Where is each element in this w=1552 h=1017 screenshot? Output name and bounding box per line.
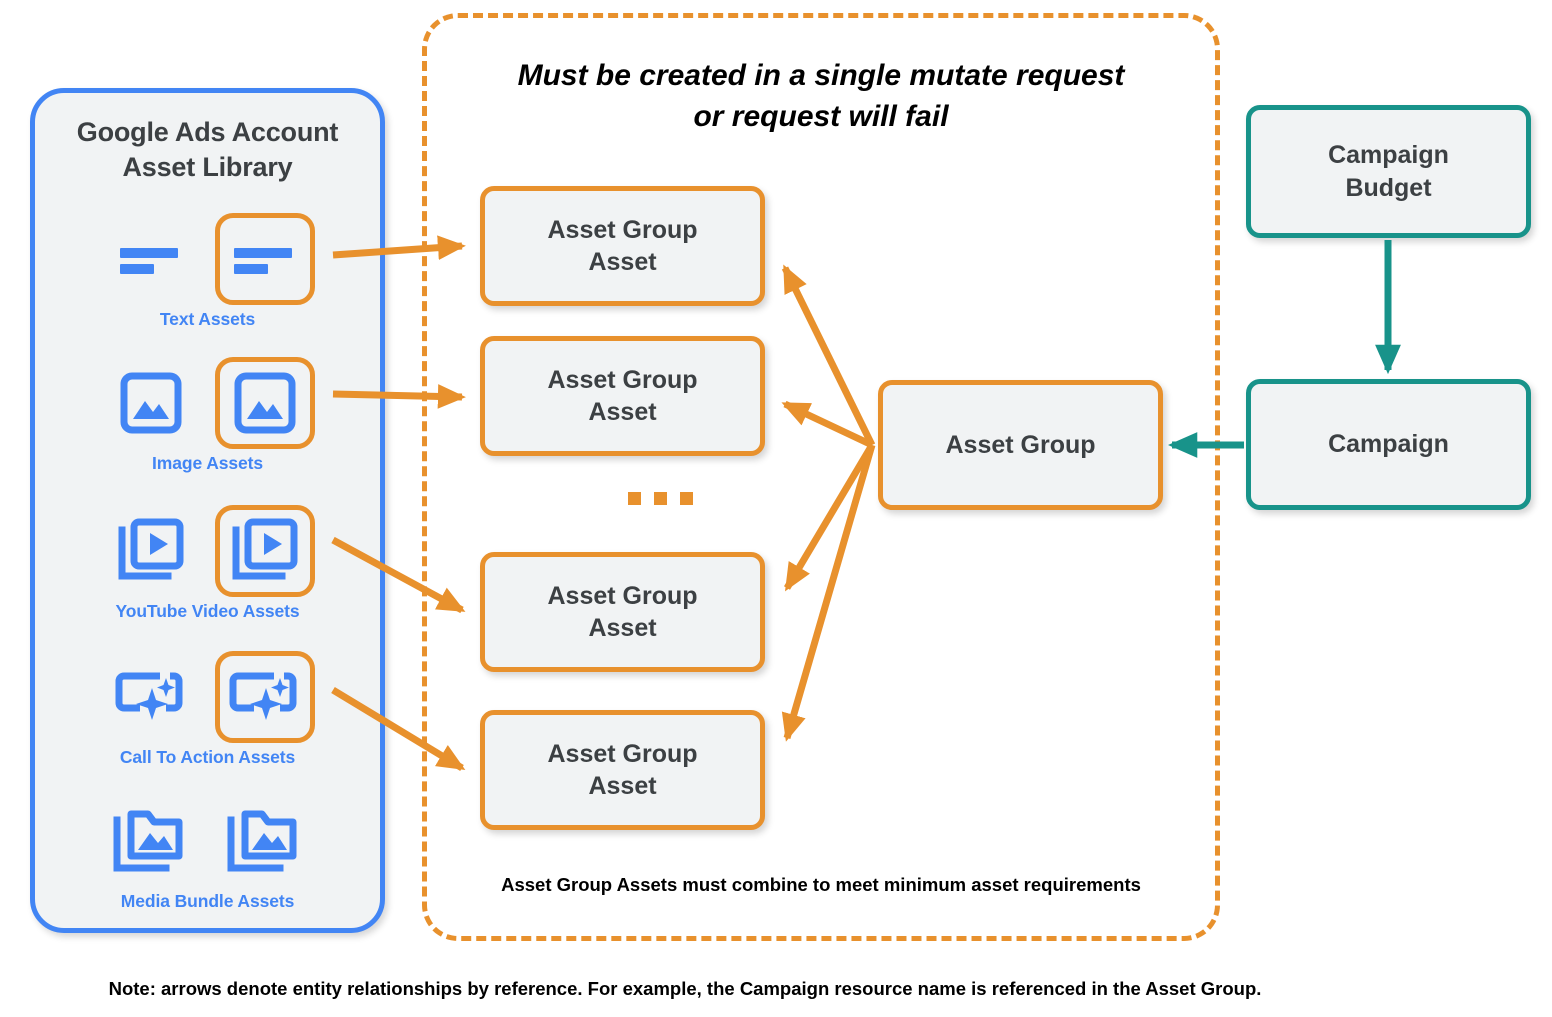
asset-group-asset-label-1: Asset Group Asset xyxy=(547,214,697,279)
asset-row-label-media-bundle: Media Bundle Assets xyxy=(120,891,295,911)
asset-group-asset-node-1[interactable]: Asset Group Asset xyxy=(480,186,765,306)
asset-icon-group-image xyxy=(35,355,380,451)
asset-row-call-to-action: Call To Action Assets xyxy=(35,649,380,768)
footer-note: Note: arrows denote entity relationships… xyxy=(108,978,1262,999)
campaign-label: Campaign xyxy=(1328,430,1449,459)
asset-library-title-line2: Asset Library xyxy=(122,151,293,182)
text-asset-icon-plain xyxy=(101,213,201,305)
aga-line2-2: Asset xyxy=(588,398,657,426)
asset-row-label-youtube-video: YouTube Video Assets xyxy=(115,601,300,621)
aga-line2-3: Asset xyxy=(588,614,657,642)
ellipsis-dot-1 xyxy=(628,492,641,505)
mutate-heading-line1: Must be created in a single mutate reque… xyxy=(517,59,1125,92)
youtube-video-asset-icon-plain xyxy=(101,505,201,597)
aga-line2-4: Asset xyxy=(588,772,657,800)
mutate-request-heading: Must be created in a single mutate reque… xyxy=(440,55,1202,138)
asset-row-media-bundle: Media Bundle Assets xyxy=(35,793,380,912)
asset-row-text: Text Assets xyxy=(35,211,380,330)
asset-group-asset-label-2: Asset Group Asset xyxy=(547,364,697,429)
mutate-request-footnote: Asset Group Assets must combine to meet … xyxy=(501,874,1141,895)
text-asset-icon-selected[interactable] xyxy=(214,213,315,305)
aga-line2-1: Asset xyxy=(588,248,657,276)
campaign-budget-node[interactable]: Campaign Budget xyxy=(1246,105,1531,238)
media-bundle-asset-icon-plain xyxy=(101,795,201,887)
media-bundle-asset-icon-second xyxy=(215,795,315,887)
image-asset-icon-selected[interactable] xyxy=(214,357,315,449)
campaign-budget-line2: Budget xyxy=(1345,173,1432,202)
image-asset-icon-plain xyxy=(101,357,201,449)
asset-library-panel: Google Ads Account Asset Library xyxy=(30,88,385,933)
aga-line1-2: Asset Group xyxy=(547,365,698,394)
asset-group-asset-node-2[interactable]: Asset Group Asset xyxy=(480,336,765,456)
asset-icon-group-youtube-video xyxy=(35,503,380,599)
aga-line1-1: Asset Group xyxy=(547,215,698,244)
asset-group-asset-label-3: Asset Group Asset xyxy=(547,580,697,645)
asset-row-label-call-to-action: Call To Action Assets xyxy=(119,747,296,767)
aga-line1-3: Asset Group xyxy=(547,581,698,610)
mutate-heading-line2: or request will fail xyxy=(693,100,949,134)
campaign-budget-line1: Campaign xyxy=(1328,141,1449,169)
asset-library-title: Google Ads Account Asset Library xyxy=(35,115,380,184)
asset-group-asset-node-4[interactable]: Asset Group Asset xyxy=(480,710,765,830)
asset-group-asset-node-3[interactable]: Asset Group Asset xyxy=(480,552,765,672)
asset-icon-group-call-to-action xyxy=(35,649,380,745)
asset-icon-group-text xyxy=(35,211,380,307)
asset-row-label-image: Image Assets xyxy=(152,453,263,473)
youtube-video-asset-icon-selected[interactable] xyxy=(214,505,315,597)
call-to-action-asset-icon-selected[interactable] xyxy=(214,651,315,743)
ellipsis-dot-2 xyxy=(654,492,667,505)
asset-library-title-line1: Google Ads Account xyxy=(76,117,339,147)
asset-group-node[interactable]: Asset Group xyxy=(878,380,1163,510)
campaign-node[interactable]: Campaign xyxy=(1246,379,1531,510)
asset-row-youtube-video: YouTube Video Assets xyxy=(35,503,380,622)
call-to-action-asset-icon-plain xyxy=(101,651,201,743)
campaign-budget-label: Campaign Budget xyxy=(1328,139,1449,204)
ellipsis-indicator xyxy=(628,492,693,505)
asset-row-image: Image Assets xyxy=(35,355,380,474)
asset-group-label: Asset Group xyxy=(945,430,1096,459)
aga-line1-4: Asset Group xyxy=(547,739,698,768)
ellipsis-dot-3 xyxy=(680,492,693,505)
asset-row-label-text: Text Assets xyxy=(159,309,256,329)
asset-icon-group-media-bundle xyxy=(35,793,380,889)
asset-group-asset-label-4: Asset Group Asset xyxy=(547,738,697,803)
